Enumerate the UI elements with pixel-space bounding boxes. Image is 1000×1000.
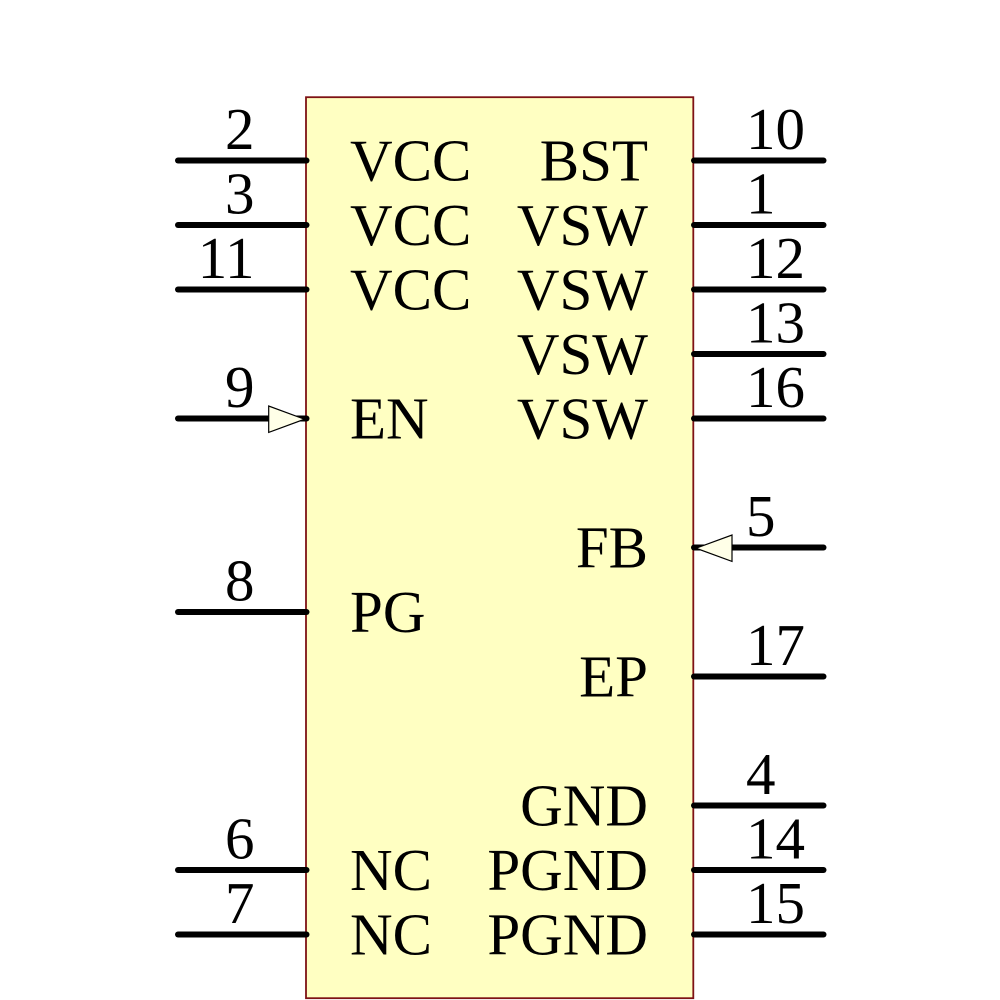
svg-text:11: 11 xyxy=(198,225,255,291)
svg-text:12: 12 xyxy=(746,225,805,291)
svg-text:BST: BST xyxy=(540,128,648,194)
svg-text:EN: EN xyxy=(350,386,429,452)
svg-text:15: 15 xyxy=(746,870,805,936)
svg-text:FB: FB xyxy=(576,515,648,581)
svg-text:4: 4 xyxy=(746,741,776,807)
svg-text:NC: NC xyxy=(350,837,432,903)
svg-text:VSW: VSW xyxy=(517,192,648,258)
svg-text:17: 17 xyxy=(746,612,805,678)
svg-text:VSW: VSW xyxy=(517,386,648,452)
svg-text:7: 7 xyxy=(225,870,255,936)
svg-text:10: 10 xyxy=(746,96,805,162)
svg-text:VCC: VCC xyxy=(350,128,471,194)
svg-text:VCC: VCC xyxy=(350,257,471,323)
svg-text:EP: EP xyxy=(579,644,648,710)
svg-text:GND: GND xyxy=(520,773,648,839)
svg-text:PGND: PGND xyxy=(487,902,648,968)
svg-text:PG: PG xyxy=(350,579,425,645)
svg-text:VSW: VSW xyxy=(517,321,648,387)
svg-text:NC: NC xyxy=(350,902,432,968)
svg-text:1: 1 xyxy=(746,160,776,226)
svg-text:2: 2 xyxy=(225,96,255,162)
svg-text:PGND: PGND xyxy=(487,837,648,903)
svg-text:9: 9 xyxy=(225,354,255,420)
svg-text:VSW: VSW xyxy=(517,257,648,323)
svg-text:6: 6 xyxy=(225,805,255,871)
svg-text:14: 14 xyxy=(746,805,805,871)
svg-text:VCC: VCC xyxy=(350,192,471,258)
svg-text:5: 5 xyxy=(746,483,776,549)
svg-text:3: 3 xyxy=(225,160,255,226)
svg-text:16: 16 xyxy=(746,354,805,420)
svg-text:8: 8 xyxy=(225,547,255,613)
svg-text:13: 13 xyxy=(746,289,805,355)
